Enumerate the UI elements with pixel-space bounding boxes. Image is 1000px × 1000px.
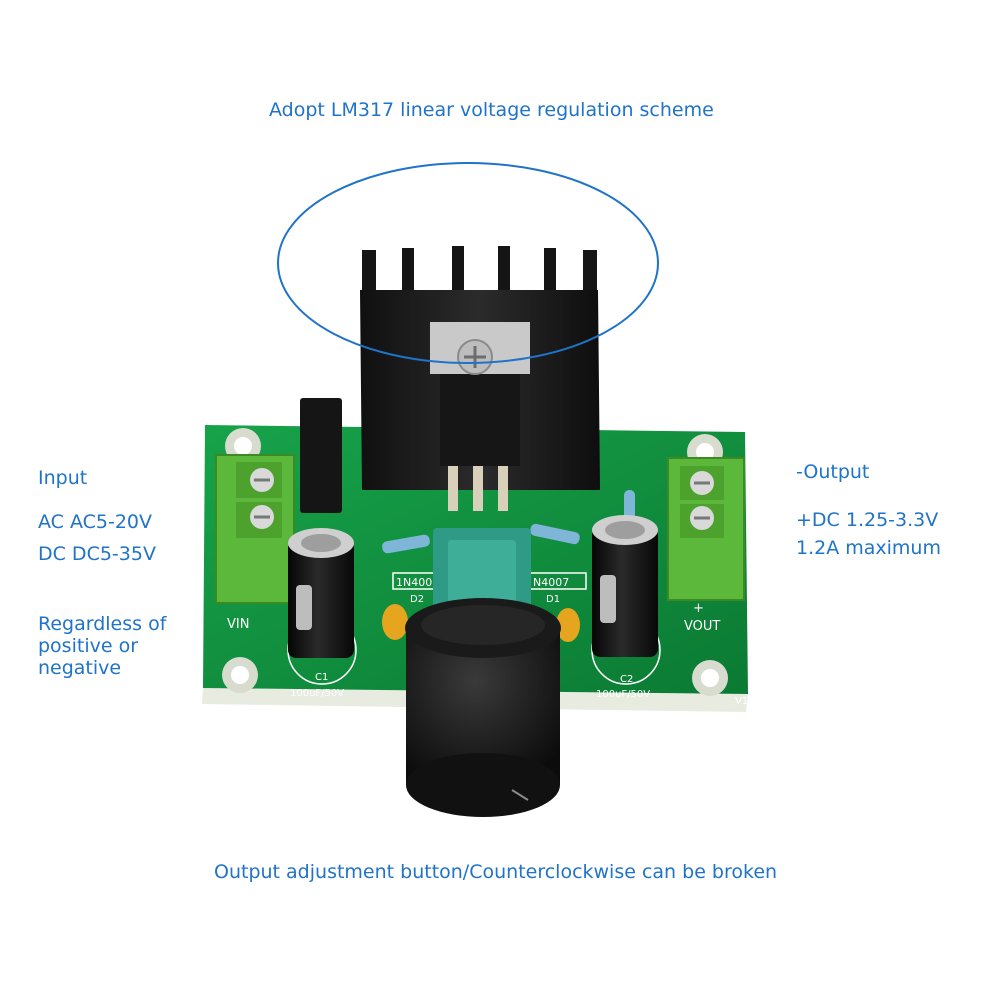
diode-left-ref-label: D2 [410, 594, 424, 605]
caption-top: Adopt LM317 linear voltage regulation sc… [269, 99, 714, 121]
caption-input-note-3: negative [38, 657, 122, 679]
resistor-left [382, 534, 430, 554]
caption-output-max: 1.2A maximum [796, 537, 941, 559]
mounting-hole-icon [692, 660, 728, 696]
lm317-regulator [430, 322, 530, 511]
screw-icon [250, 468, 274, 492]
input-terminal-block [215, 454, 295, 604]
caption-output-dc: +DC 1.25-3.3V [796, 509, 939, 531]
output-terminal-block [667, 457, 745, 601]
c2-value-label: 100uF/50V [596, 689, 650, 700]
screw-icon [457, 339, 493, 375]
diode-right-part-label: N4007 [533, 576, 569, 589]
c1-value-label: 100uF/50V [290, 688, 344, 699]
highlight-ellipse-icon [277, 162, 659, 364]
screw-icon [250, 505, 274, 529]
caption-output-title: -Output [796, 461, 870, 483]
version-label: V1 [735, 696, 748, 707]
c2-label: C2 [620, 674, 633, 685]
header-block [300, 398, 342, 513]
vin-label: VIN [227, 617, 249, 632]
vout-label: VOUT [684, 619, 720, 634]
plus-label: + [693, 601, 704, 616]
diode-right-ref-label: D1 [546, 594, 560, 605]
c1-label: C1 [315, 672, 328, 683]
resistor-right [530, 523, 580, 545]
caption-input-ac: AC AC5-20V [38, 511, 153, 533]
capacitor-c1 [287, 528, 357, 685]
potentiometer-face [448, 540, 516, 602]
caption-input-dc: DC DC5-35V [38, 543, 156, 565]
adjustment-knob [405, 598, 561, 817]
caption-input-title: Input [38, 467, 88, 489]
caption-bottom: Output adjustment button/Counterclockwis… [214, 861, 778, 883]
ceramic-cap-left [382, 604, 408, 640]
mounting-hole-icon [222, 657, 258, 693]
ceramic-cap-right [556, 608, 580, 642]
screw-icon [690, 471, 714, 495]
caption-input-note-2: positive or [38, 635, 139, 657]
capacitor-c2 [591, 515, 661, 685]
diode-left-part-label: 1N400 [396, 576, 432, 589]
caption-input-note-1: Regardless of [38, 613, 167, 635]
screw-icon [690, 506, 714, 530]
